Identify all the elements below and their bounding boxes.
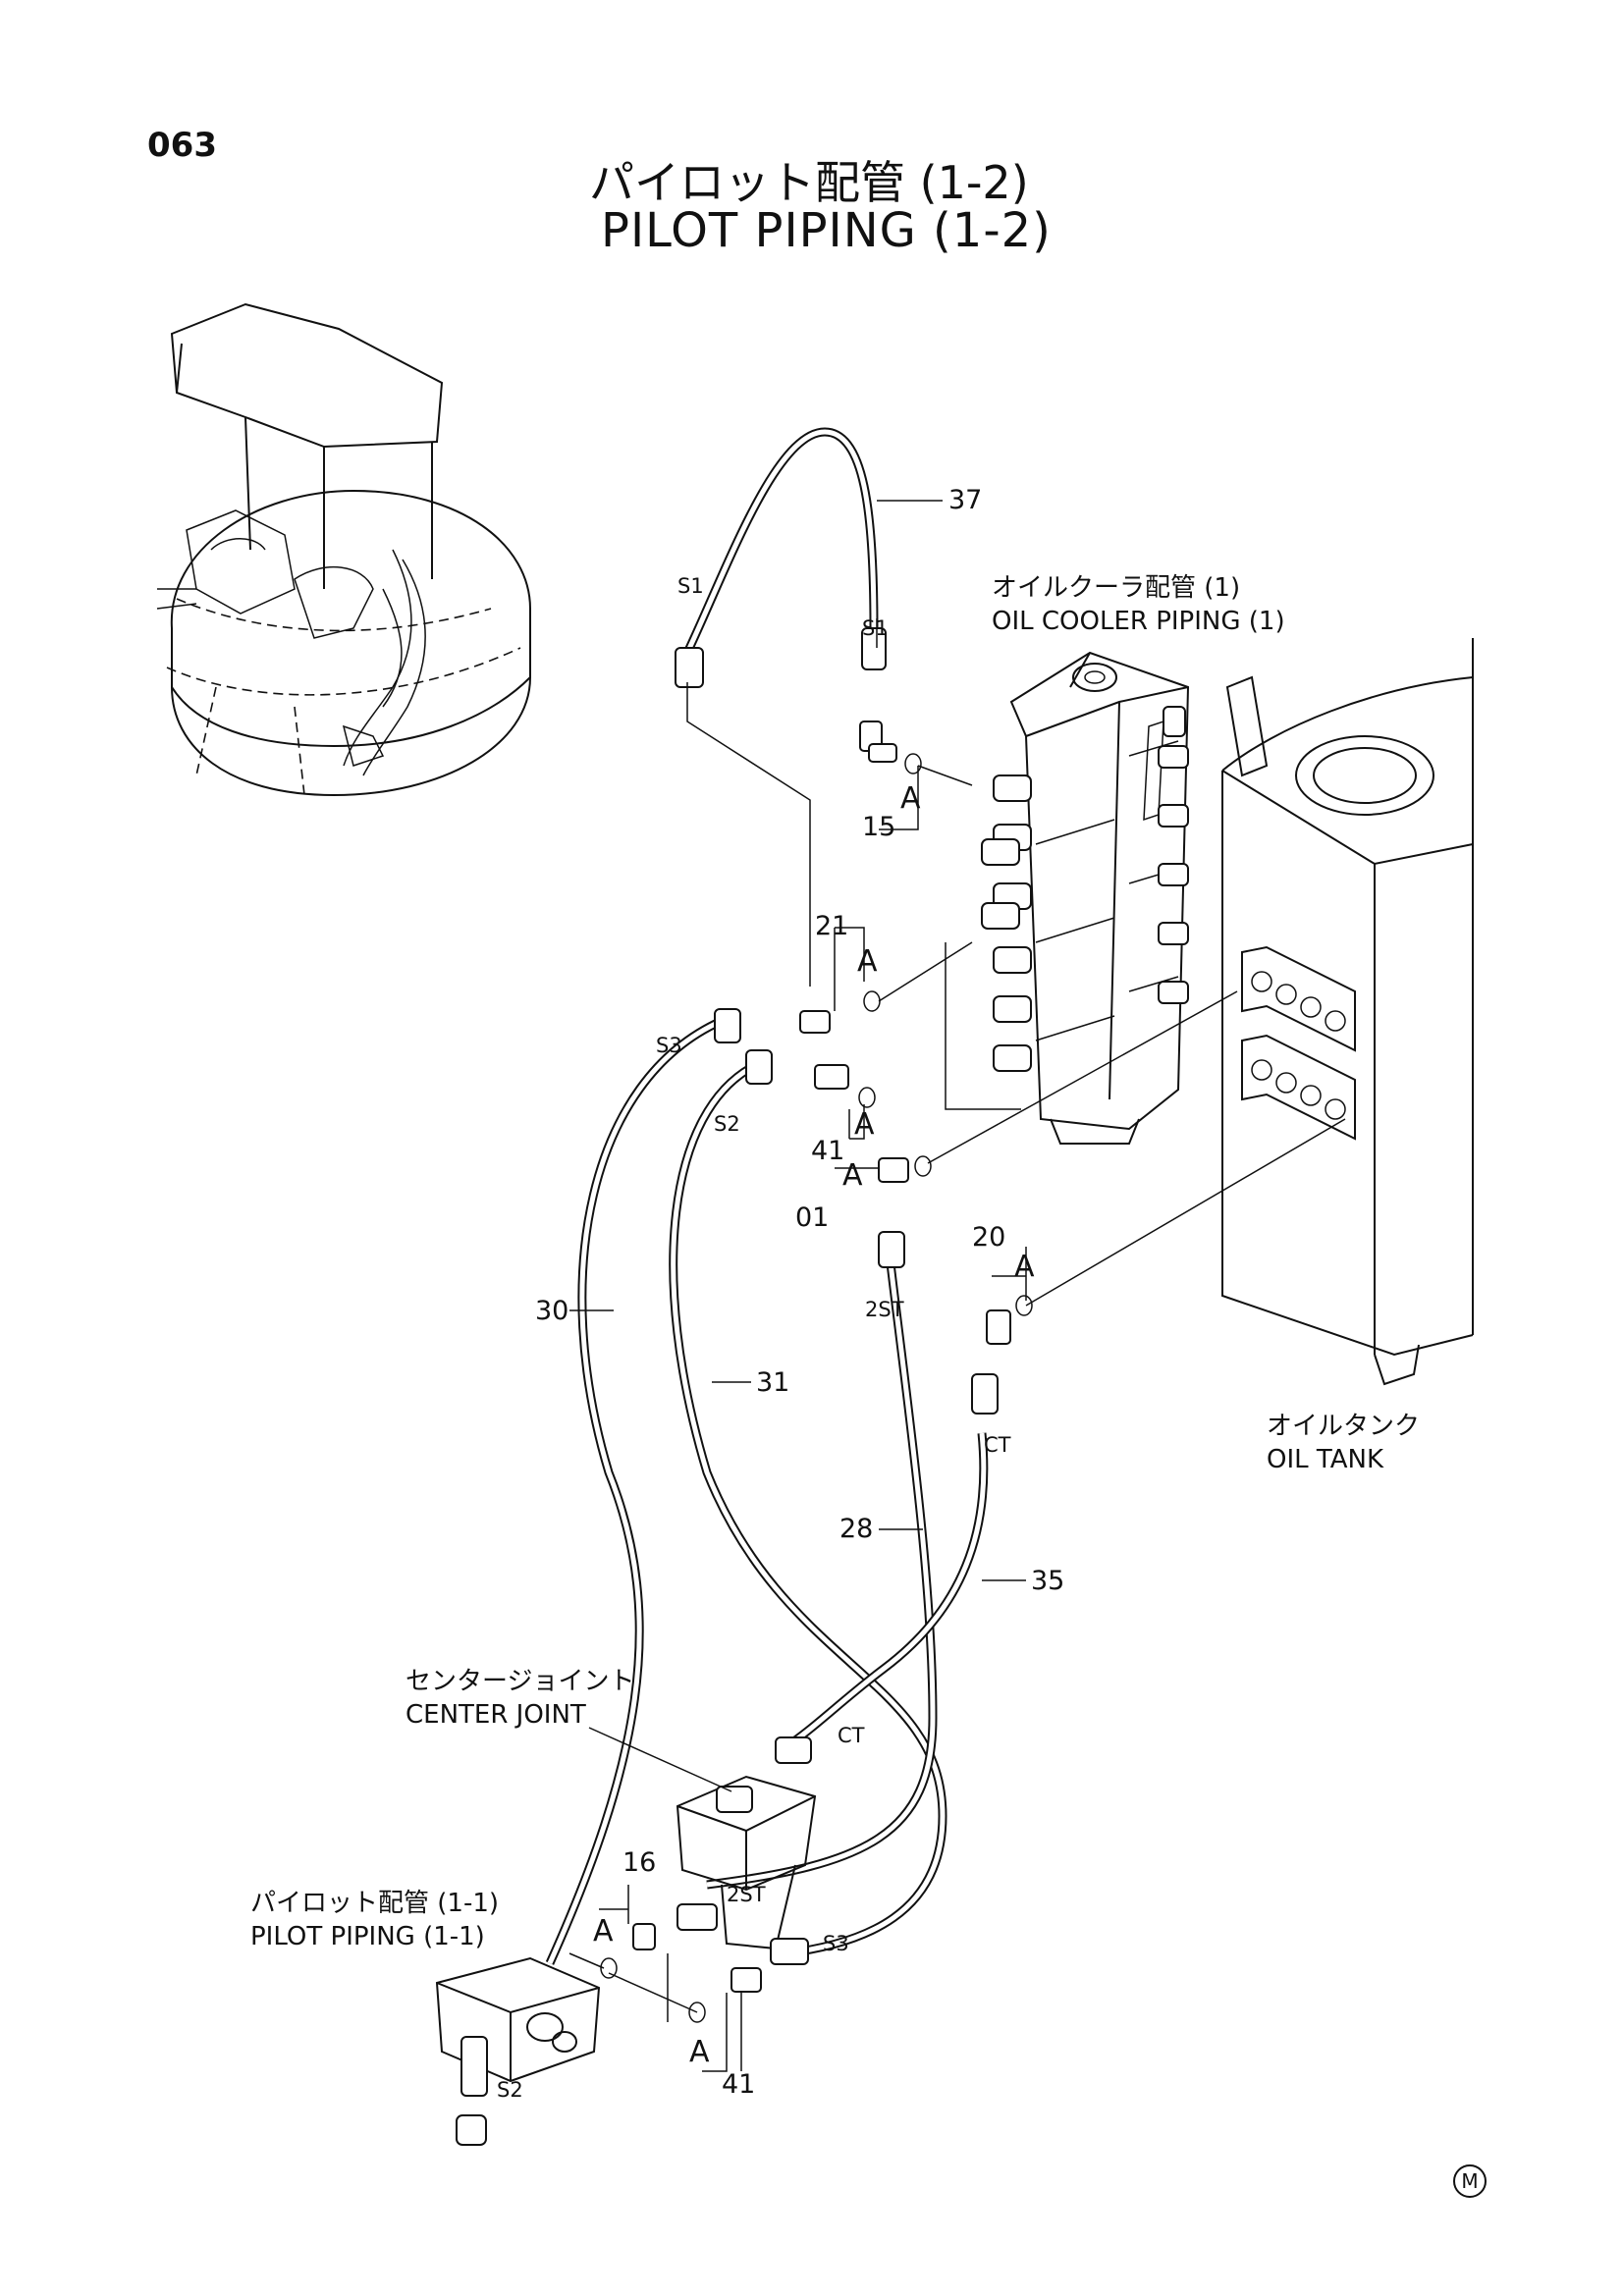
label-pilot-piping-1-1: パイロット配管 (1-1) PILOT PIPING (1-1) — [250, 1888, 499, 1954]
part-number-37: 37 — [948, 485, 983, 515]
part-number-15: 15 — [862, 812, 896, 842]
port-code-s2-top: S2 — [714, 1112, 740, 1136]
o-ring-marker-15: A — [900, 781, 921, 816]
oil-tank-illustration — [1221, 638, 1474, 1386]
port-code-ct-bottom: CT — [838, 1724, 865, 1747]
o-ring-marker-41: A — [854, 1107, 875, 1142]
port-code-ct-top: CT — [984, 1433, 1011, 1457]
label-pilot-11-jp: パイロット配管 (1-1) — [250, 1889, 500, 1918]
part-number-30: 30 — [535, 1296, 569, 1326]
circled-m-mark: M — [1453, 2164, 1487, 2198]
o-ring-marker-41-bottom: A — [689, 2035, 710, 2069]
part-number-28: 28 — [839, 1514, 874, 1544]
o-ring-marker-01: A — [842, 1158, 863, 1193]
label-oil-tank: オイルタンク OIL TANK — [1267, 1411, 1420, 1477]
label-oil-tank-jp: オイルタンク — [1267, 1412, 1421, 1441]
part-number-35: 35 — [1031, 1566, 1065, 1596]
port-code-s1-right: S1 — [862, 616, 889, 640]
label-center-joint-en: CENTER JOINT — [406, 1699, 586, 1730]
o-ring-marker-21: A — [857, 944, 878, 979]
part-number-01: 01 — [795, 1202, 830, 1233]
part-number-20: 20 — [972, 1222, 1006, 1253]
label-oil-tank-en: OIL TANK — [1267, 1444, 1384, 1474]
part-number-41-top: 41 — [811, 1136, 845, 1166]
part-number-41-bottom: 41 — [722, 2069, 756, 2100]
part-number-31: 31 — [756, 1367, 790, 1398]
excavator-overview-illustration — [156, 302, 531, 797]
port-code-2st-bottom: 2ST — [727, 1883, 766, 1906]
o-ring-marker-16: A — [593, 1914, 614, 1949]
part-number-16: 16 — [622, 1847, 657, 1878]
port-code-s1-left: S1 — [677, 574, 704, 598]
label-oil-cooler-en: OIL COOLER PIPING (1) — [992, 606, 1285, 636]
port-code-s2-bottom: S2 — [497, 2078, 523, 2102]
port-code-s3-top: S3 — [656, 1034, 682, 1057]
port-code-s3-bottom: S3 — [823, 1932, 849, 1955]
center-joint-illustration — [632, 1736, 817, 1993]
pilot-valve-block-illustration — [435, 1956, 601, 2146]
page-number: 063 — [147, 126, 217, 165]
part-number-21: 21 — [815, 911, 849, 941]
label-center-joint-jp: センタージョイント — [406, 1667, 635, 1696]
port-code-2st-top: 2ST — [865, 1298, 904, 1321]
label-oil-cooler-piping: オイルクーラ配管 (1) OIL COOLER PIPING (1) — [992, 572, 1285, 639]
title-english: PILOT PIPING (1-2) — [601, 203, 1052, 258]
title-japanese: パイロット配管 (1-2) — [589, 156, 1029, 209]
label-oil-cooler-jp: オイルクーラ配管 (1) — [992, 573, 1241, 603]
control-valve-illustration — [981, 651, 1190, 1145]
label-pilot-11-en: PILOT PIPING (1-1) — [250, 1921, 485, 1951]
o-ring-marker-20: A — [1014, 1250, 1035, 1284]
label-center-joint: センタージョイント CENTER JOINT — [406, 1666, 634, 1733]
